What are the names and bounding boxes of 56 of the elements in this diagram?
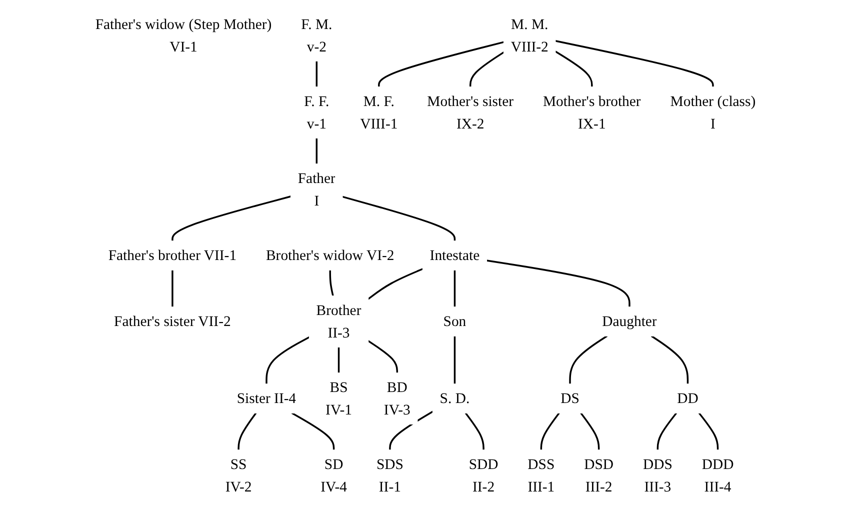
node-text: DS xyxy=(560,390,580,407)
node-text: DSS III-1 xyxy=(528,456,555,495)
connector xyxy=(454,336,456,384)
connector xyxy=(469,51,504,87)
node-text: Brother II-3 xyxy=(316,302,362,341)
node-text: S. D. xyxy=(440,390,470,407)
node-text: Daughter xyxy=(602,313,657,330)
node-text: SDD II-2 xyxy=(468,456,498,495)
node-text: F. F. v-1 xyxy=(304,93,330,132)
connector xyxy=(329,270,334,296)
connector xyxy=(486,260,630,307)
connector xyxy=(338,347,340,373)
node-text: Mother (class) I xyxy=(670,93,756,132)
connector xyxy=(342,196,456,241)
connector xyxy=(368,340,398,373)
node-text: SS IV-2 xyxy=(225,456,252,495)
connector xyxy=(464,412,484,450)
connector xyxy=(172,270,174,307)
connector xyxy=(540,412,560,450)
connector xyxy=(291,412,335,450)
connector xyxy=(569,335,608,384)
connector xyxy=(378,41,504,87)
node-text: M. F. VIII-1 xyxy=(360,93,398,132)
node-text: Father's sister VII-2 xyxy=(114,313,231,330)
node-text: Brother's widow VI-2 xyxy=(266,247,394,264)
node-text: SD IV-4 xyxy=(320,456,348,495)
node-text: F. M. v-2 xyxy=(301,16,332,54)
connector xyxy=(698,412,719,450)
node-text: Father's brother VII-1 xyxy=(108,247,237,264)
node-text: DDD III-4 xyxy=(702,456,734,495)
node-text: Mother's brother IX-1 xyxy=(542,93,641,132)
node-text: Son xyxy=(443,313,466,330)
connector xyxy=(555,40,714,87)
node-text: DD xyxy=(677,390,698,407)
connector xyxy=(368,268,424,300)
connector xyxy=(316,138,318,164)
connector xyxy=(238,412,257,450)
node-text: Mother's sister IX-2 xyxy=(427,93,514,132)
node-text: Father's widow (Step Mother) VI-1 xyxy=(95,16,272,54)
node-text: DSD III-2 xyxy=(584,456,614,495)
connector xyxy=(172,196,292,241)
connector xyxy=(266,336,310,384)
connector xyxy=(656,412,678,450)
connector xyxy=(454,270,456,307)
node-text: Father I xyxy=(298,170,336,209)
connector xyxy=(554,50,593,87)
connector xyxy=(389,410,434,450)
node-text: Intestate xyxy=(430,247,480,264)
node-text: M. M. VIII-2 xyxy=(510,16,548,54)
connector xyxy=(650,335,689,384)
node-text: BS IV-1 xyxy=(326,379,352,418)
connector xyxy=(316,60,318,87)
node-text: DDS III-3 xyxy=(642,456,672,495)
connector xyxy=(580,412,600,450)
node-text: Sister II-4 xyxy=(236,390,296,407)
node-text: SDS II-1 xyxy=(376,456,404,495)
